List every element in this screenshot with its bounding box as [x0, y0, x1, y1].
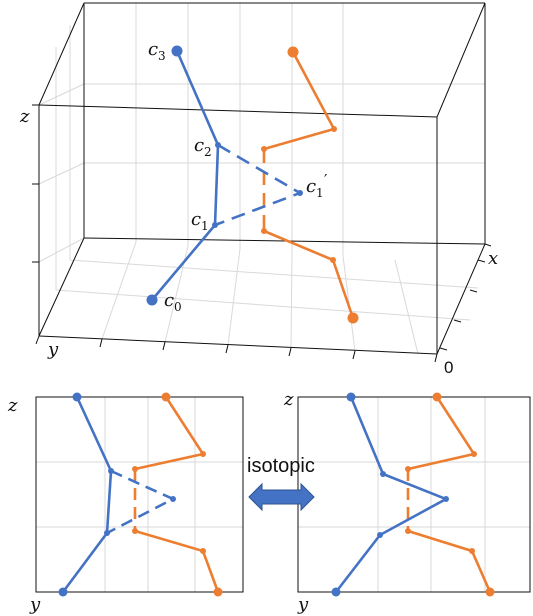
svg-text:1: 1 — [316, 186, 324, 200]
origin-label: 0 — [444, 358, 453, 377]
svg-text:c: c — [164, 290, 174, 311]
orange-curve-3d — [261, 46, 359, 324]
svg-text:c: c — [148, 39, 158, 60]
orange-endpoint-bottom — [347, 312, 359, 324]
isotopic-relation: isotopic — [247, 455, 315, 512]
label-c1: c 1 — [191, 209, 209, 233]
double-arrow-icon — [248, 482, 315, 512]
point-c0 — [146, 294, 158, 306]
label-c0: c 0 — [164, 290, 182, 314]
x-axis-label: x — [488, 248, 498, 269]
svg-text:1: 1 — [201, 219, 209, 233]
panel-left: z y — [7, 392, 244, 615]
point-c1 — [212, 222, 218, 228]
point-c1-prime — [297, 190, 303, 196]
panel-left-frame — [35, 396, 244, 593]
svg-text:c: c — [194, 135, 204, 156]
back-grid — [38, 3, 485, 355]
panel-left-y-label: y — [29, 594, 41, 615]
panel-right: z y — [283, 389, 531, 615]
panel-right-y-label: y — [297, 594, 309, 615]
svg-text:c: c — [191, 209, 201, 230]
panel-right-frame — [297, 396, 531, 593]
point-c3 — [171, 45, 183, 57]
svg-text:2: 2 — [204, 145, 212, 159]
label-c1-prime: c 1 ′ — [306, 171, 328, 200]
label-c3: c 3 — [148, 39, 166, 63]
label-c2: c 2 — [194, 135, 212, 159]
svg-text:′: ′ — [324, 171, 328, 189]
figure-3d: z y x 0 c 3 c 2 c 1 ′ c 1 c 0 — [19, 2, 498, 377]
orange-vertex — [331, 126, 337, 132]
isotopic-label: isotopic — [247, 455, 315, 477]
z-axis-label: z — [19, 106, 30, 127]
panel-left-z-label: z — [7, 395, 18, 416]
orange-endpoint-top — [287, 46, 299, 58]
svg-text:3: 3 — [158, 49, 166, 63]
box-edges — [32, 2, 492, 363]
blue-curve-3d — [146, 45, 304, 306]
panel-right-z-label: z — [283, 389, 294, 410]
svg-text:0: 0 — [174, 300, 182, 314]
svg-text:c: c — [306, 176, 316, 197]
point-c2 — [215, 142, 221, 148]
panel-right-blue-curve — [331, 392, 450, 597]
panel-left-orange-curve — [132, 392, 223, 597]
panel-right-orange-curve — [405, 392, 495, 597]
panel-right-grid — [298, 397, 530, 592]
orange-vertex — [261, 228, 267, 234]
orange-vertex — [330, 257, 336, 263]
panel-left-grid — [36, 397, 243, 592]
panel-left-blue-curve — [58, 392, 176, 597]
y-axis-label: y — [47, 339, 59, 360]
orange-vertex — [261, 146, 267, 152]
